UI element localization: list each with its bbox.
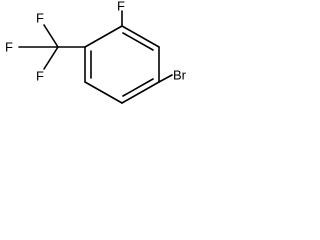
ring-bond-top-left: [84, 25, 123, 48]
trifluoromethyl-f-top-label: F: [36, 11, 44, 26]
ring-bond-bottom-left: [84, 81, 123, 104]
trifluoromethyl-f-bottom-label: F: [36, 69, 44, 84]
bond-to-bromo: [158, 74, 173, 83]
bond-cf3-to-f-top: [43, 24, 59, 48]
ring-double-bond-upper-right: [122, 32, 154, 51]
fluoro-label: F: [117, 0, 125, 14]
chemical-structure: F F F F Br: [5, 0, 187, 104]
bond-cf3-to-f-bottom: [43, 46, 59, 70]
trifluoromethyl-f-left-label: F: [5, 40, 13, 55]
ring-double-bond-lower-right: [122, 78, 154, 97]
bromo-label: Br: [173, 68, 187, 83]
ring-bond-bottom-right: [121, 81, 160, 104]
ring-bond-top-right: [121, 25, 160, 48]
